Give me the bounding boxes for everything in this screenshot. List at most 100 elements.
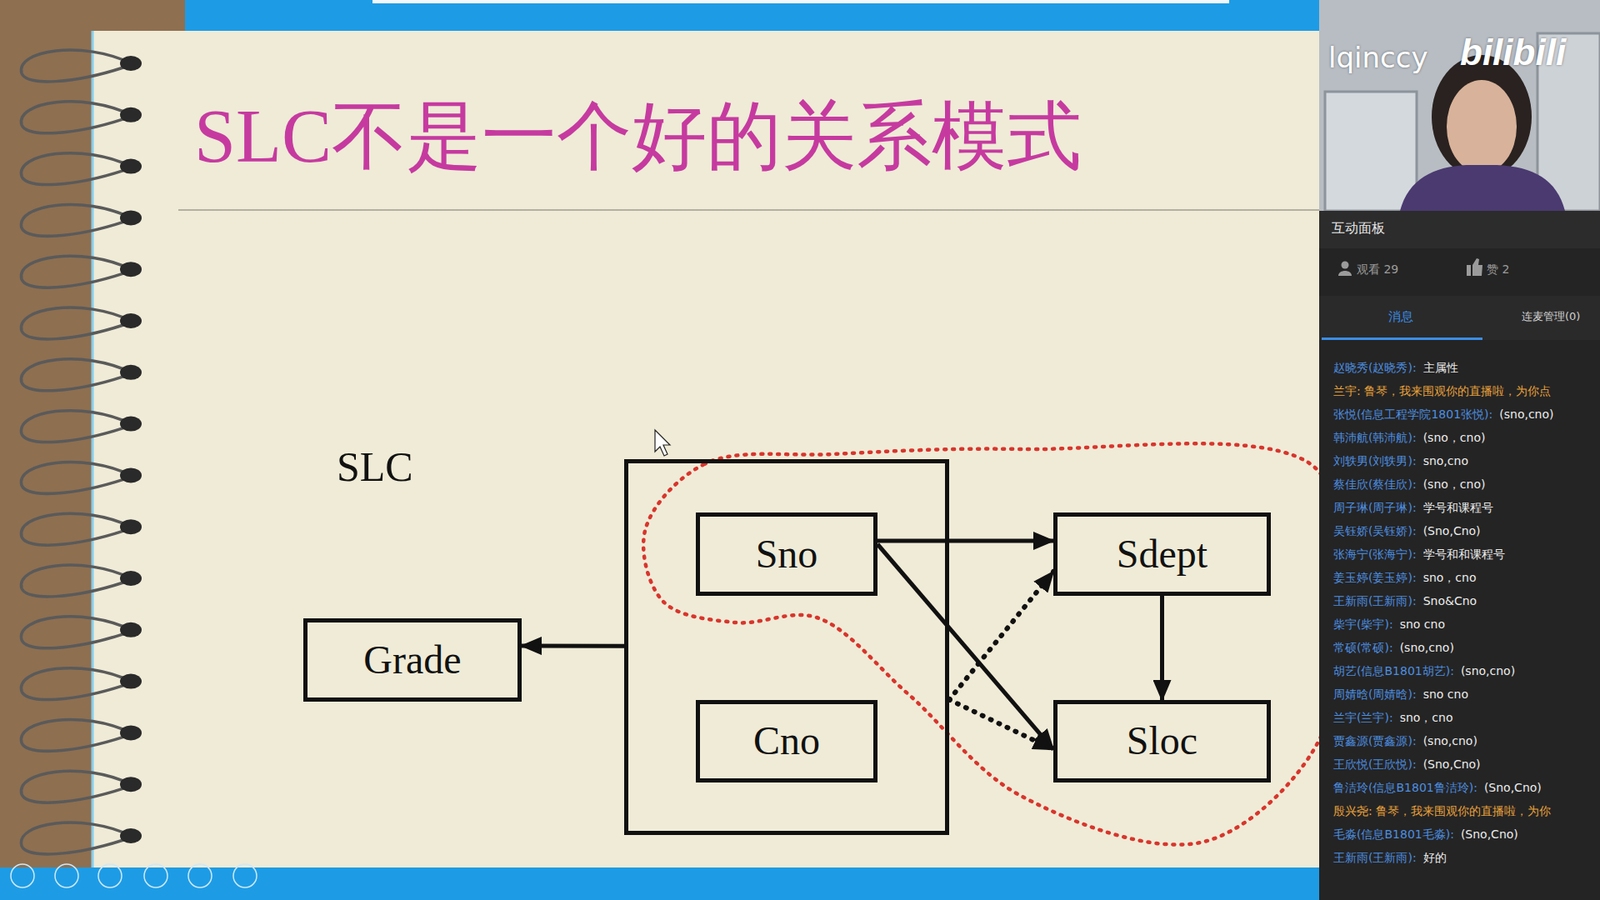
spiral-wire [20,461,131,494]
key-group-box: SnoCno [624,459,950,835]
binding-hole [120,674,142,690]
tab-underline [1321,337,1483,340]
webcam-view [1319,0,1600,211]
chat-row: 毛淼(信息B1801毛淼): (Sno,Cno) [1333,825,1519,844]
webcam-window [1325,91,1417,211]
chat-user: 张悦(信息工程学院1801张悦): [1333,405,1493,424]
chat-message: (Sno,Cno) [1460,825,1519,844]
spiral-binding [20,50,142,855]
slide-title: SLC不是一个好的关系模式 [194,93,1082,180]
chat-row: 周子琳(周子琳): 学号和课程号 [1333,498,1494,517]
binding-hole [120,622,142,638]
panel-header [1319,210,1600,249]
spiral-wire [20,410,131,443]
chat-user: 王欣悦(王欣悦): [1333,755,1417,774]
chat-row: 殷兴尧: 鲁琴，我来围观你的直播啦，为你 [1333,801,1551,820]
webcam-face [1446,80,1517,174]
chat-message: 好的 [1423,848,1447,867]
spiral-wire [20,616,131,649]
attribute-box: Sloc [1053,700,1271,783]
mouse-cursor [655,430,670,456]
chat-row: 张悦(信息工程学院1801张悦): (sno,cno) [1333,405,1555,424]
binding-hole [120,159,142,175]
spiral-wire [20,668,131,700]
attribute-name: Grade [363,638,461,683]
chat-user: 吴钰娇(吴钰娇): [1333,521,1417,540]
chat-user: 韩沛航(韩沛航): [1333,428,1417,447]
viewer-icon-body [1338,270,1352,276]
chat-user: 周婧晗(周婧晗): [1333,685,1417,704]
chat-message: (sno,cno) [1460,661,1515,680]
binding-hole [120,828,142,844]
dependency-arrow [877,539,1054,544]
spiral-wire [20,822,131,855]
chat-message: 主属性 [1423,358,1459,377]
chat-row: 贾鑫源(贾鑫源):(sno,cno) [1333,731,1478,750]
webcam-body [1400,165,1565,211]
chat-message: 学号和课程号 [1423,498,1494,517]
attribute-name: Sno [755,532,819,577]
bottom-bar [0,867,1320,900]
chat-message: sno，cno [1423,568,1477,587]
viewer-icon-head [1341,261,1350,270]
binding-hole [120,570,142,586]
spiral-ring [20,255,142,288]
chat-user: 周子琳(周子琳): [1333,498,1417,517]
webcam-hair [1431,55,1532,179]
chat-row: 韩沛航(韩沛航):(sno，cno) [1333,428,1485,447]
webcam-ground [1319,0,1600,211]
chat-row: 刘轶男(刘轶男):sno,cno [1333,451,1469,470]
like-icon-part [1472,258,1483,276]
notebook-edge [0,0,185,31]
chat-user: 张海宁(张海宁): [1333,545,1417,564]
chat-user: 胡艺(信息B1801胡艺): [1333,661,1455,680]
chat-row: 胡艺(信息B1801胡艺): (sno,cno) [1333,661,1515,680]
spiral-ring [20,513,142,545]
chat-message: (sno,cno) [1423,731,1478,750]
panel-tabs [1319,295,1600,340]
chat-message: sno cno [1423,685,1469,704]
chat-user: 毛淼(信息B1801毛淼): [1333,825,1455,844]
binding-hole [120,313,142,329]
spiral-wire [20,770,131,803]
spiral-ring [20,668,142,700]
binding-hole [120,365,142,380]
spiral-ring [20,719,142,751]
chat-row: 蔡佳欣(蔡佳欣): (sno，cno) [1333,475,1485,494]
chat-user: 蔡佳欣(蔡佳欣): [1333,475,1417,494]
chat-visit-message: 殷兴尧: 鲁琴，我来围观你的直播啦，为你 [1333,801,1551,820]
spiral-wire [20,307,131,340]
chat-message: sno,cno [1423,451,1469,470]
chat-message: (sno，cno) [1423,475,1486,494]
spiral-ring [20,461,142,494]
binding-hole [120,55,142,71]
spiral-ring [20,770,142,803]
binding-hole [120,210,142,225]
chat-message: (sno,cno) [1400,638,1455,657]
chat-message: 学号和和课程号 [1423,545,1505,564]
chat-row: 吴钰娇(吴钰娇):(Sno,Cno) [1333,521,1481,540]
chat-row: 兰宇(兰宇):sno，cno [1333,708,1454,727]
attribute-box: Sdept [1053,512,1271,596]
chat-user: 鲁洁玲(信息B1801鲁洁玲): [1333,778,1478,797]
binding-hole [120,261,142,277]
spiral-ring [20,101,142,134]
tab-label: 消息 [1388,310,1414,325]
spiral-ring [20,50,142,82]
spiral-ring [20,307,142,340]
chat-user: 王新雨(王新雨): [1333,848,1417,867]
chat-message: (sno,cno) [1499,405,1554,424]
chat-message: Sno&Cno [1423,591,1477,610]
attribute-box: Grade [303,618,522,702]
toolbar-icon [55,864,79,888]
binding-hole [120,519,142,535]
toolbar-icon [233,864,257,888]
chat-row: 张海宁(张海宁): 学号和和课程号 [1333,545,1505,564]
binding-hole [120,725,142,740]
viewer-count: 观看 29 [1356,262,1399,276]
chat-user: 兰宇(兰宇): [1333,708,1394,727]
chat-row: 常硕(常硕):(sno,cno) [1333,638,1455,657]
attribute-name: Cno [753,719,820,764]
chat-row: 周婧晗(周婧晗): sno cno [1333,685,1469,704]
like-count: 赞 2 [1486,262,1510,276]
